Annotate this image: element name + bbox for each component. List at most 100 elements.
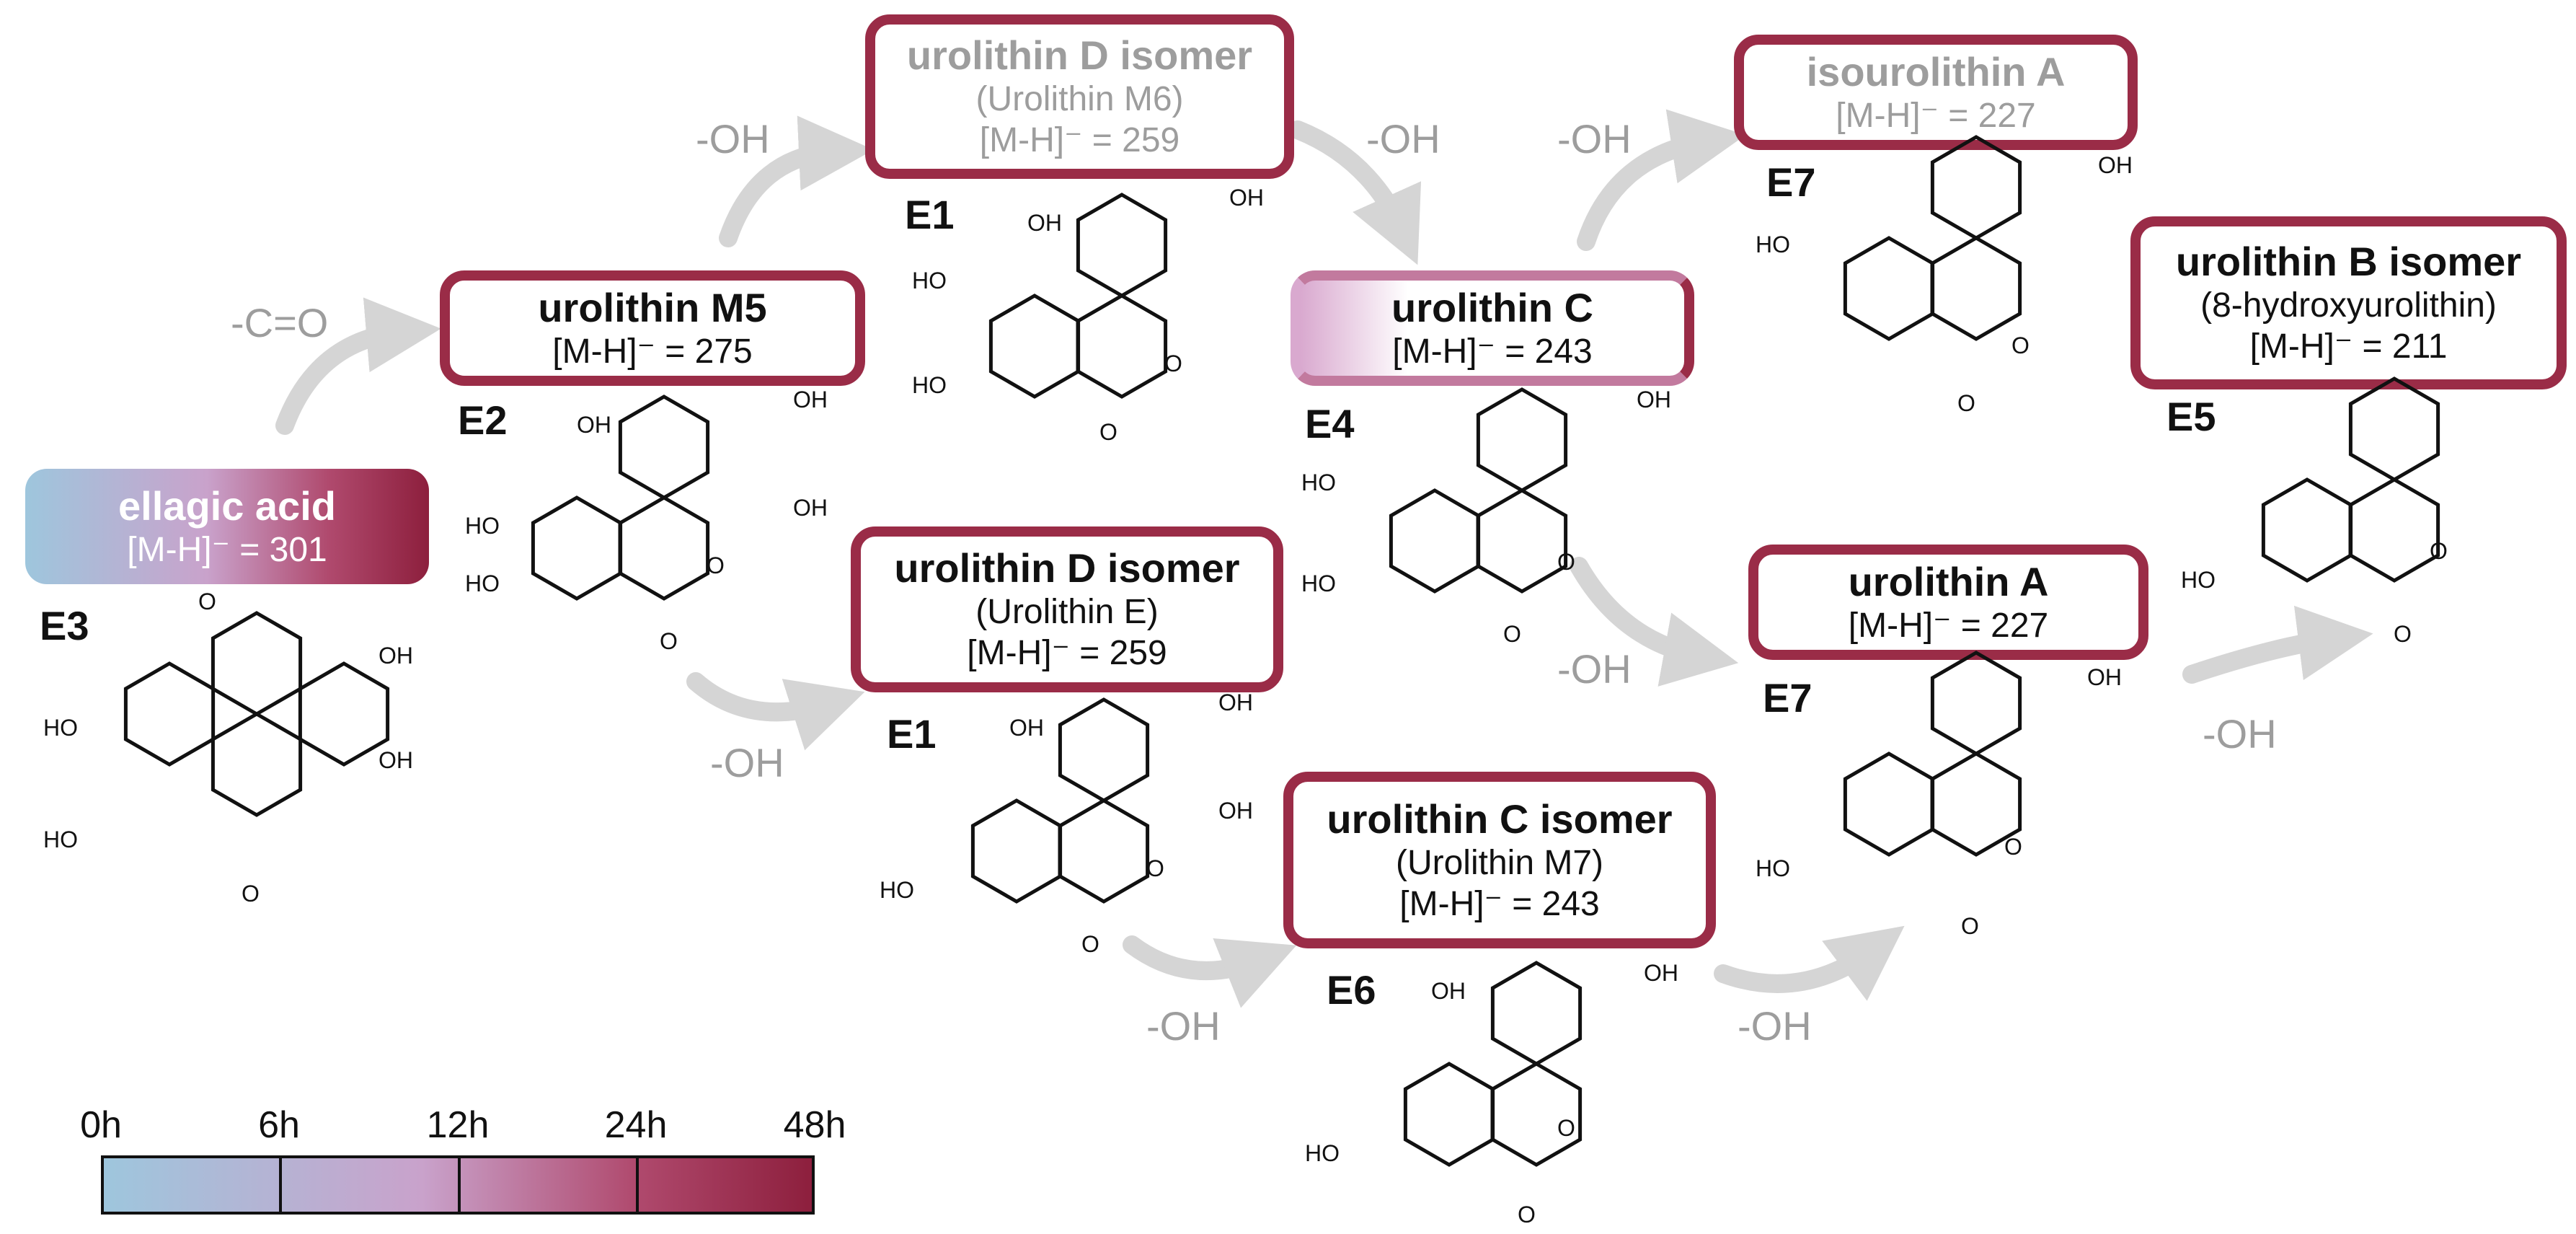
node-name: urolithin C: [1391, 284, 1593, 330]
atom-oh: OH: [1009, 715, 1044, 741]
node-urolithin-a: urolithin A [M-H]⁻ = 227: [1748, 545, 2148, 660]
node-name: urolithin C isomer: [1327, 796, 1673, 842]
structure-ellagic-acid: HO HO OH OH O O: [43, 589, 413, 907]
atom-o: O: [2004, 834, 2022, 860]
structure-isourolithin-a: HO OH O O: [1756, 137, 2133, 416]
step-label-oh-8: -OH: [2203, 711, 2277, 757]
atom-ho: HO: [1301, 470, 1336, 495]
atom-oh: OH: [793, 387, 828, 413]
atom-oh: OH: [1218, 798, 1253, 824]
legend-divider: [279, 1158, 282, 1212]
node-mass: [M-H]⁻ = 243: [1399, 884, 1600, 923]
node-urolithin-c-isomer-m7: urolithin C isomer (Urolithin M7) [M-H]⁻…: [1283, 772, 1716, 948]
node-name: ellagic acid: [118, 482, 336, 529]
atom-o: O: [1146, 855, 1164, 881]
node-mass: [M-H]⁻ = 227: [1836, 96, 2036, 135]
legend-tick-0h: 0h: [80, 1104, 122, 1146]
atom-o: O: [1518, 1202, 1536, 1228]
atom-o: O: [707, 552, 725, 578]
atom-oh: OH: [1431, 978, 1466, 1004]
step-label-co: -C=O: [231, 300, 329, 345]
time-legend: 0h 6h 12h 24h 48h: [80, 1103, 846, 1219]
structure-urolithin-b-isomer: HO O O: [2181, 379, 2448, 647]
legend-tick-48h: 48h: [783, 1104, 846, 1146]
atom-o: O: [1099, 419, 1117, 445]
node-name: urolithin D isomer: [906, 32, 1253, 79]
legend-divider: [636, 1158, 639, 1212]
node-isourolithin-a: isourolithin A [M-H]⁻ = 227: [1734, 35, 2138, 150]
label-e7-top: E7: [1766, 159, 1816, 205]
node-ellagic-acid: ellagic acid [M-H]⁻ = 301: [25, 469, 429, 584]
arrow-m5-to-d-m6: [719, 115, 874, 247]
atom-oh: OH: [1218, 689, 1253, 715]
node-urolithin-d-isomer-e: urolithin D isomer (Urolithin E) [M-H]⁻ …: [851, 526, 1283, 692]
label-e5: E5: [2166, 394, 2216, 439]
node-mass: [M-H]⁻ = 259: [979, 121, 1180, 160]
node-subname: (Urolithin M7): [1395, 843, 1604, 882]
node-urolithin-c: urolithin C [M-H]⁻ = 243: [1291, 270, 1694, 386]
atom-ho: HO: [2181, 567, 2216, 593]
atom-oh: OH: [1229, 185, 1264, 211]
atom-oh: OH: [379, 643, 413, 669]
node-urolithin-d-isomer-m6: urolithin D isomer (Urolithin M6) [M-H]⁻…: [865, 14, 1294, 179]
step-label-oh-5: -OH: [1557, 646, 1632, 692]
label-e3: E3: [40, 603, 89, 648]
atom-o: O: [2394, 621, 2412, 647]
arrow-m5-to-d-e: [686, 672, 865, 751]
atom-ho: HO: [465, 513, 500, 539]
atom-ho: HO: [465, 570, 500, 596]
atom-oh: OH: [2098, 152, 2133, 178]
legend-tick-12h: 12h: [426, 1104, 490, 1146]
atom-ho: HO: [880, 877, 914, 903]
atom-ho: HO: [43, 827, 78, 852]
node-mass: [M-H]⁻ = 275: [552, 332, 753, 371]
arrow-c-to-iso-a: [1577, 109, 1746, 251]
step-label-oh-1: -OH: [696, 116, 770, 162]
atom-o: O: [1557, 549, 1575, 575]
structure-urolithin-m5: OH HO HO OH OH O O: [465, 387, 828, 654]
atom-o: O: [1961, 913, 1979, 939]
arrow-ellagic-to-m5: [275, 297, 441, 435]
structure-urolithin-e: OH HO OH OH O O: [880, 689, 1253, 957]
node-subname: (Urolithin M6): [975, 80, 1184, 119]
node-mass: [M-H]⁻ = 243: [1392, 332, 1593, 371]
label-e1-top: E1: [905, 192, 955, 237]
node-mass: [M-H]⁻ = 227: [1848, 606, 2049, 645]
structure-urolithin-m7: OH HO OH O O: [1305, 960, 1678, 1228]
atom-oh: OH: [1027, 210, 1062, 236]
atom-ho: HO: [1301, 570, 1336, 596]
atom-ho: HO: [1756, 855, 1790, 881]
label-e1-bottom: E1: [887, 711, 937, 757]
structure-urolithin-c: HO HO OH O O: [1301, 387, 1671, 647]
node-name: urolithin B isomer: [2175, 239, 2522, 285]
atom-oh: OH: [379, 747, 413, 773]
node-mass: [M-H]⁻ = 211: [2249, 327, 2448, 366]
node-urolithin-m5: urolithin M5 [M-H]⁻ = 275: [440, 270, 865, 386]
label-e4: E4: [1305, 401, 1355, 446]
atom-o: O: [660, 628, 678, 654]
atom-oh: OH: [793, 495, 828, 521]
node-urolithin-b-isomer: urolithin B isomer (8-hydroxyurolithin) …: [2130, 216, 2567, 389]
node-name: urolithin D isomer: [894, 545, 1240, 591]
legend-divider: [458, 1158, 461, 1212]
legend-tick-24h: 24h: [604, 1104, 668, 1146]
atom-o: O: [1164, 351, 1182, 376]
structure-urolithin-m6: OH HO HO OH O O: [912, 185, 1264, 445]
atom-ho: HO: [1756, 232, 1790, 257]
atom-o: O: [2011, 332, 2030, 358]
atom-o: O: [1957, 390, 1975, 416]
atom-o: O: [242, 881, 260, 907]
label-e6: E6: [1327, 967, 1376, 1013]
arrow-a-to-b: [2182, 605, 2373, 684]
node-name: isourolithin A: [1806, 48, 2066, 94]
atom-ho: HO: [1305, 1140, 1340, 1166]
step-label-oh-6: -OH: [1146, 1003, 1221, 1049]
legend-tick-6h: 6h: [258, 1104, 300, 1146]
atom-o: O: [1081, 931, 1099, 957]
step-label-oh-4: -OH: [1557, 116, 1632, 162]
node-name: urolithin A: [1848, 558, 2049, 604]
step-label-oh-2: -OH: [710, 740, 784, 785]
step-label-oh-3: -OH: [1366, 116, 1440, 162]
